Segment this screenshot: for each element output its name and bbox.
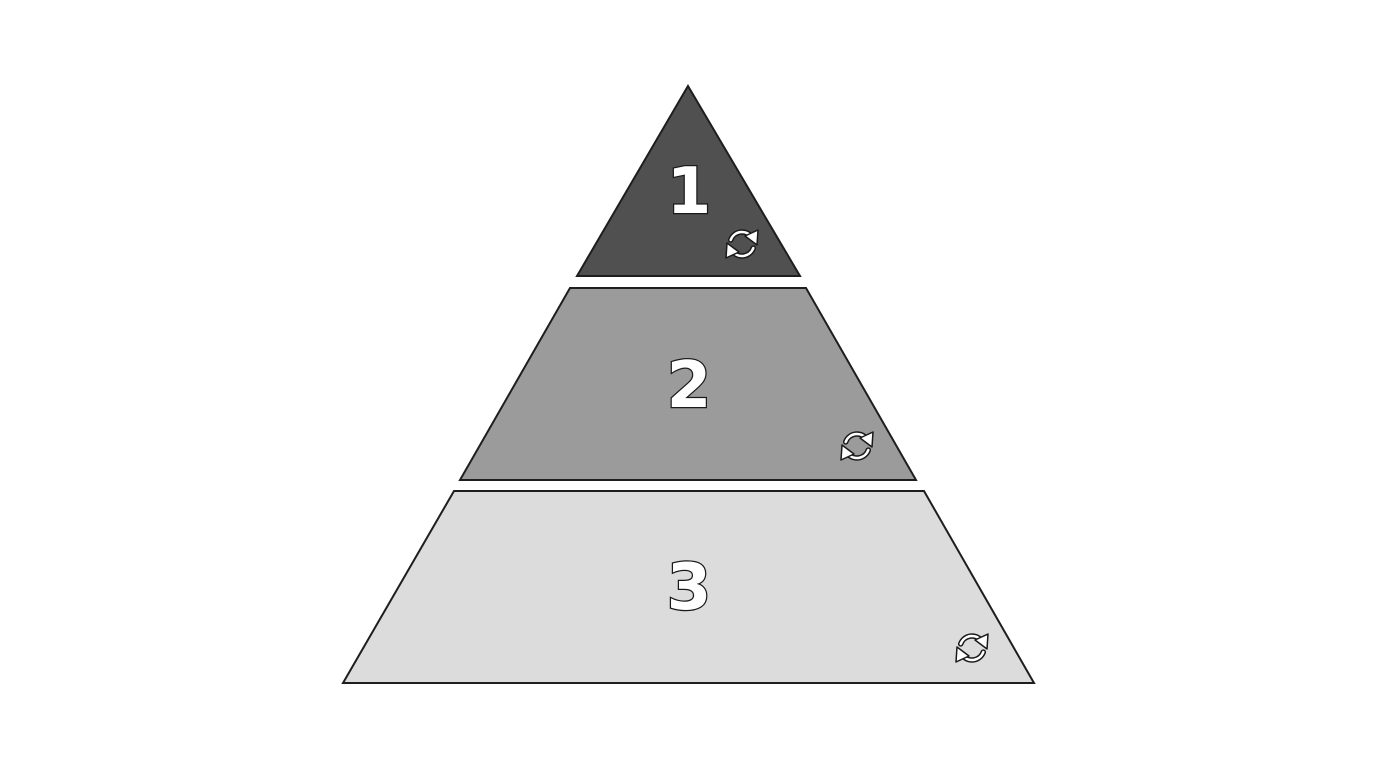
refresh-icon — [840, 431, 874, 461]
refresh-icon — [955, 633, 989, 663]
refresh-icon — [725, 229, 759, 259]
pyramid-tier-2: 2 — [458, 287, 918, 481]
tier-2-number: 2 — [667, 349, 712, 423]
tier-2-shape — [458, 287, 918, 481]
tier-1-shape — [575, 84, 802, 277]
tier-1-number: 1 — [667, 155, 712, 229]
pyramid-tier-1: 1 — [575, 84, 802, 277]
tier-3-number: 3 — [667, 551, 712, 625]
pyramid-tier-3: 3 — [341, 490, 1036, 684]
tier-3-shape — [341, 490, 1036, 684]
